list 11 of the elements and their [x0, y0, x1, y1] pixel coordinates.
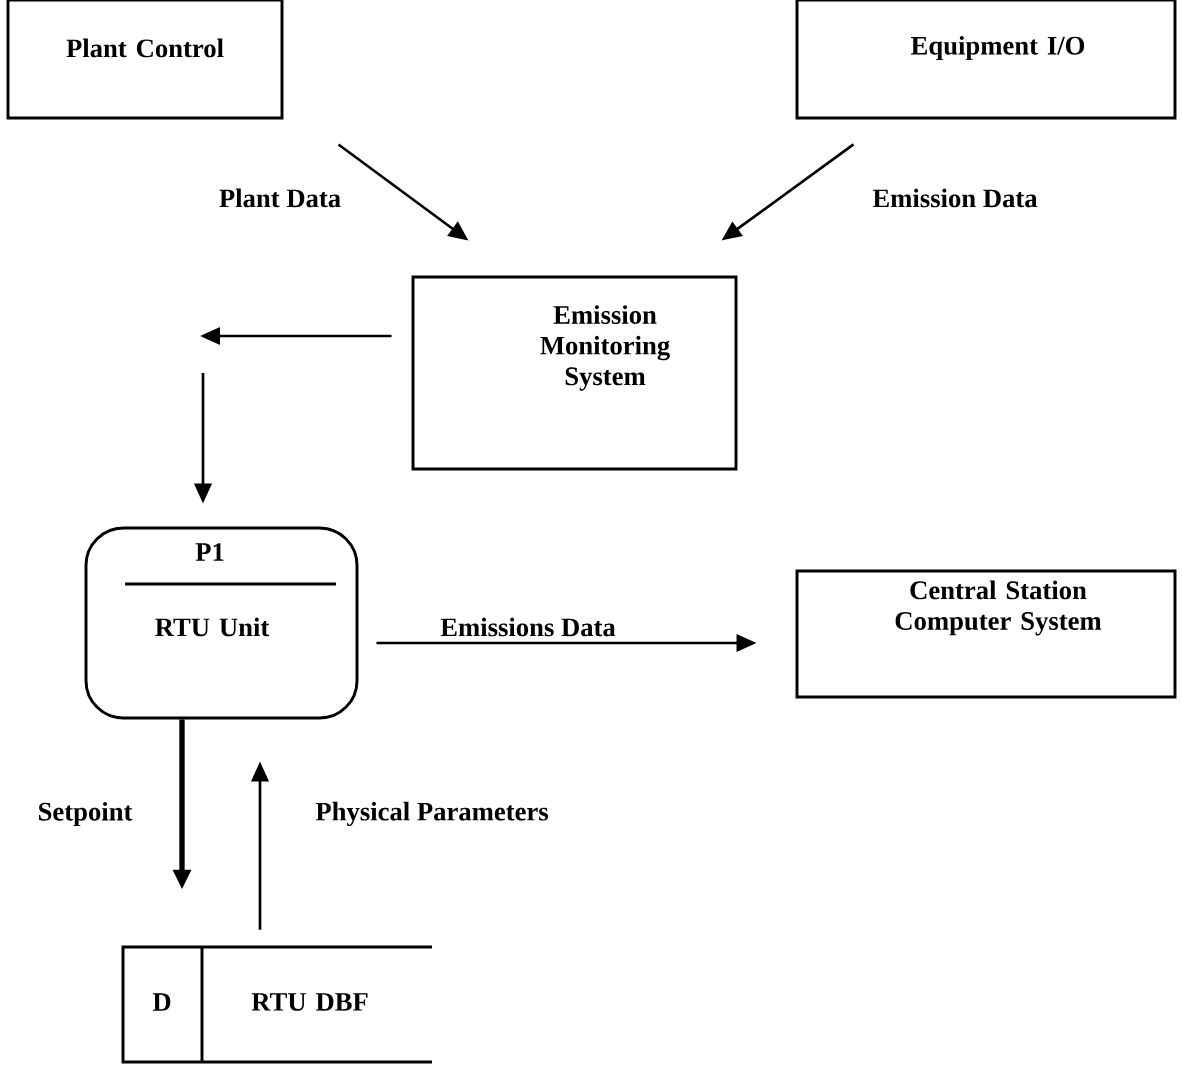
process-box: P1 RTU Unit: [84, 526, 359, 720]
process-box: Plant Control: [6, 0, 284, 120]
edge-label: Plant Data: [217, 187, 343, 209]
data-store: D RTU DBF: [121, 945, 432, 1064]
edge-label: Physical Parameters: [314, 800, 550, 828]
process-box: Equipment I/O: [795, 0, 1177, 120]
process-box: Central Station Computer System: [795, 569, 1177, 699]
edge-label: Emission Data: [871, 187, 1039, 209]
edge-label: Setpoint: [36, 800, 134, 828]
process-box: Emission Monitoring System: [411, 275, 738, 471]
edge-label: Emissions Data: [438, 616, 618, 638]
